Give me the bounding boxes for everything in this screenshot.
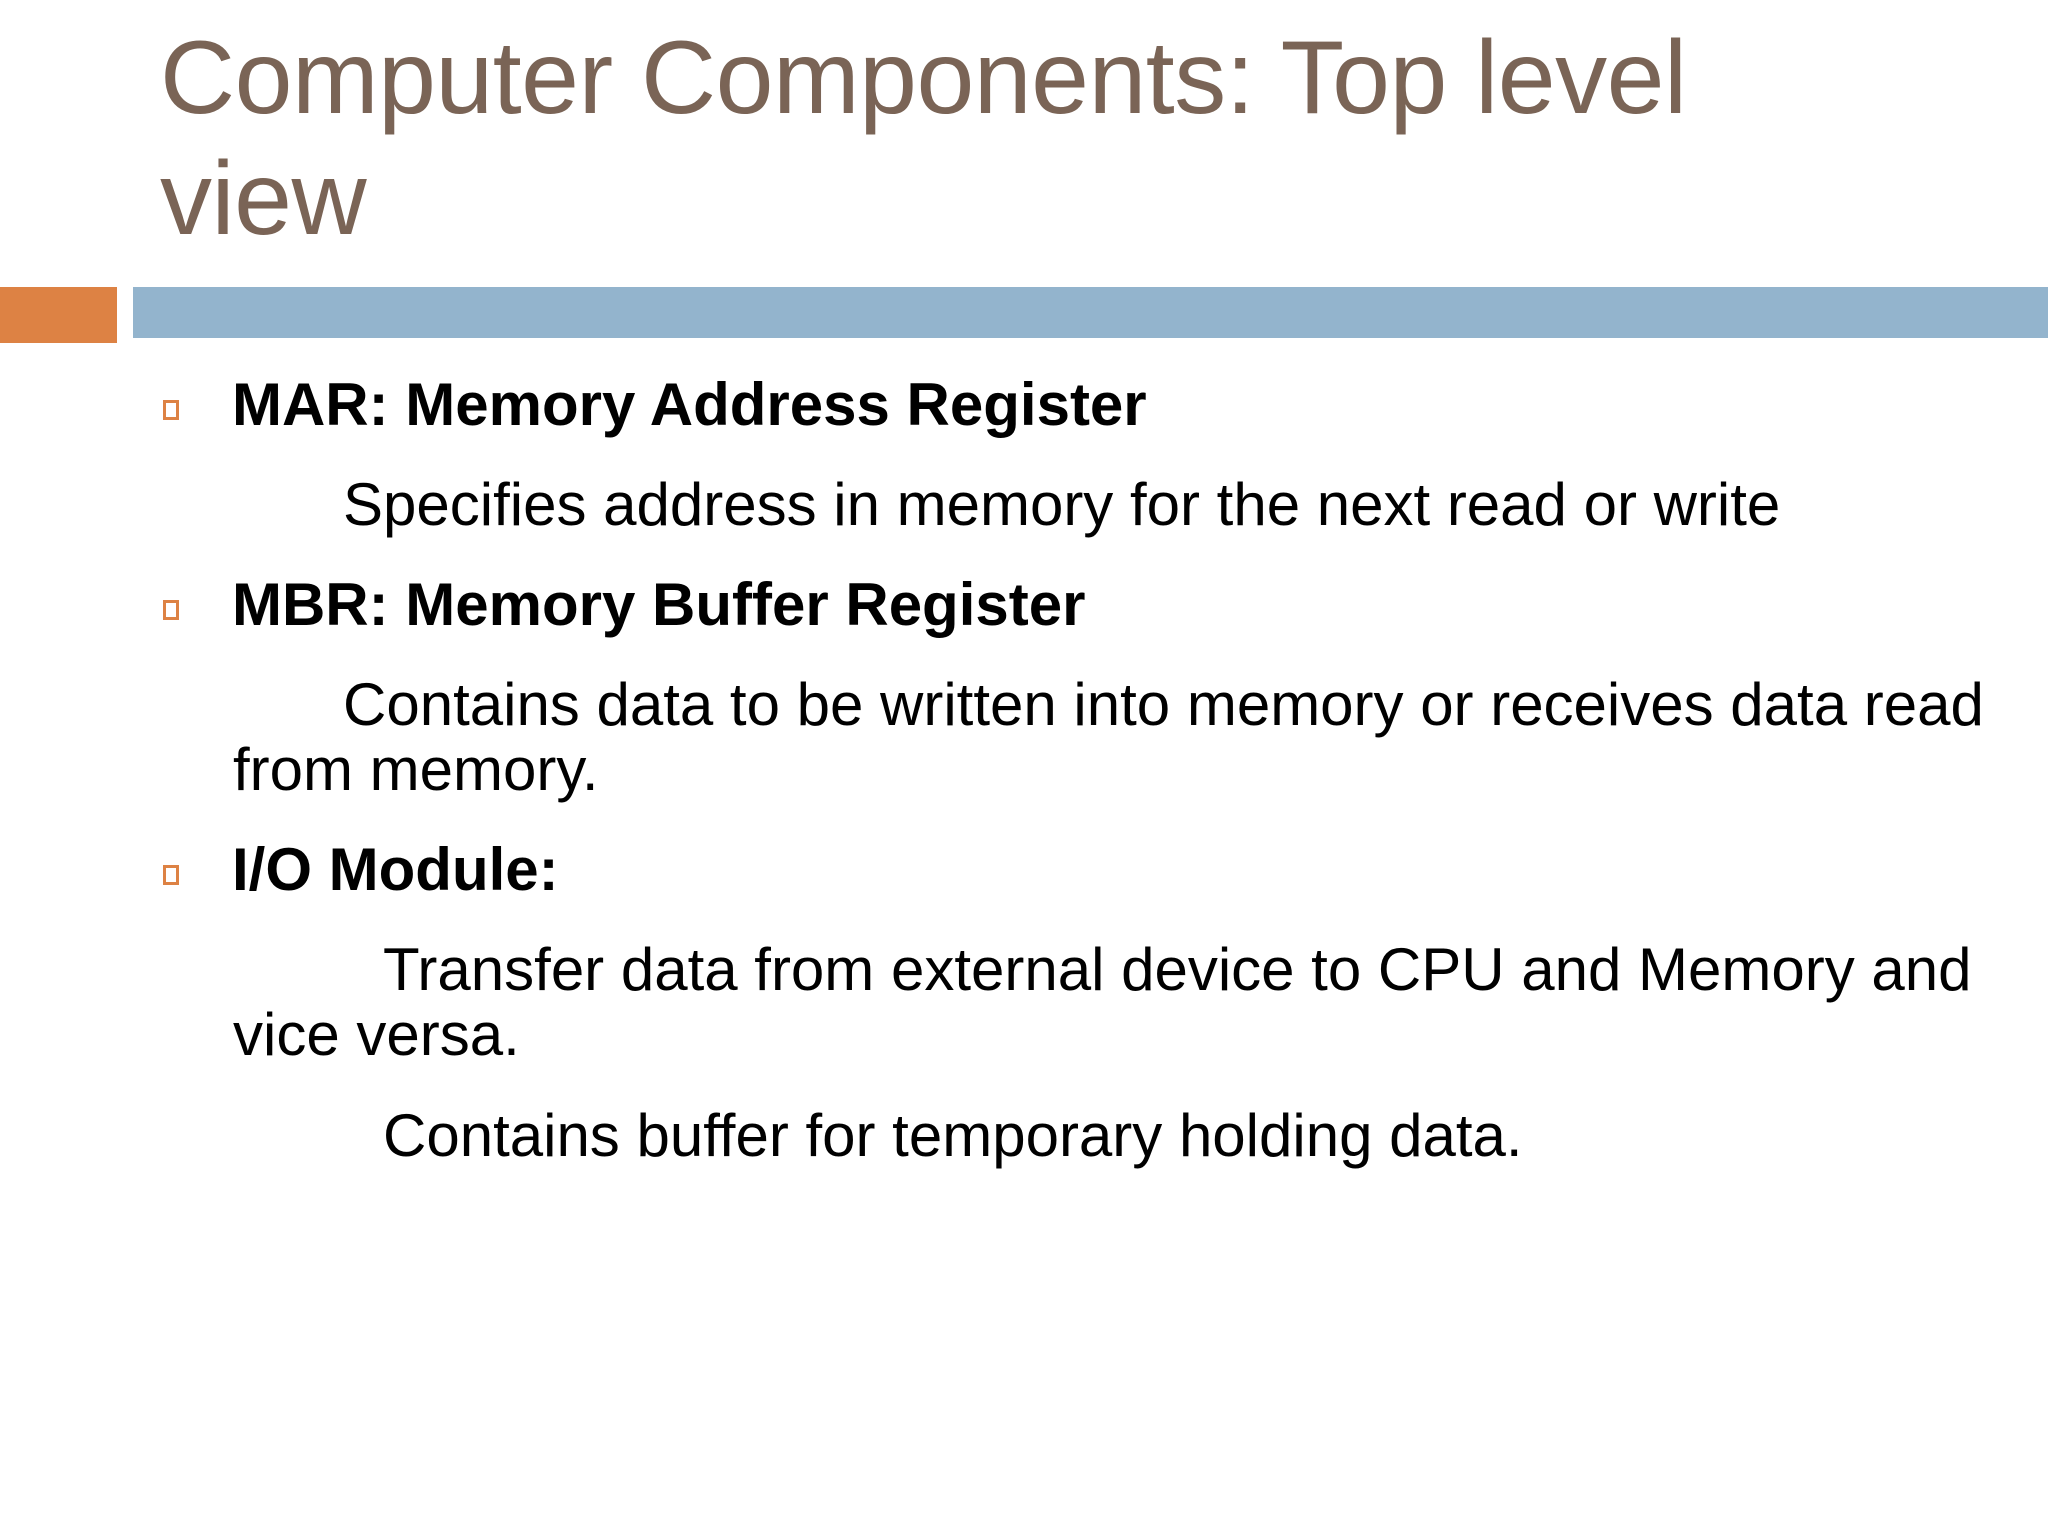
bullet-body-mar: Specifies address in memory for the next…	[343, 471, 1781, 539]
accent-bar-blue	[133, 287, 2048, 338]
spacer	[0, 651, 2048, 673]
spacer	[0, 916, 2048, 938]
spacer	[0, 538, 2048, 568]
spacer	[0, 803, 2048, 833]
bullet-body-io-module-secondary: Contains buffer for temporary holding da…	[383, 1101, 1523, 1169]
spacer	[0, 1068, 2048, 1104]
slide-body: MAR: Memory Address Register Specifies a…	[0, 368, 2048, 1168]
bullet-body-mbr: Contains data to be written into memory …	[233, 671, 1984, 803]
bullet-body-io-module: Transfer data from external device to CP…	[233, 935, 1972, 1068]
spacer	[0, 451, 2048, 473]
bullet-item-mar: MAR: Memory Address Register	[0, 368, 2048, 441]
title-block: Computer Components: Top level view	[160, 18, 1920, 259]
hollow-square-bullet-icon	[163, 400, 179, 420]
accent-bar-orange	[0, 287, 117, 343]
page-title: Computer Components: Top level view	[160, 20, 1687, 257]
bullet-heading: MAR: Memory Address Register	[232, 371, 1147, 438]
bullet-heading: MBR: Memory Buffer Register	[232, 570, 1086, 638]
bullet-item-mbr: MBR: Memory Buffer Register	[0, 568, 2048, 641]
hollow-square-bullet-icon	[163, 864, 179, 885]
bullet-heading: I/O Module:	[232, 835, 559, 903]
bullet-item-io-module: I/O Module:	[0, 833, 2048, 906]
hollow-square-bullet-icon	[163, 599, 179, 620]
